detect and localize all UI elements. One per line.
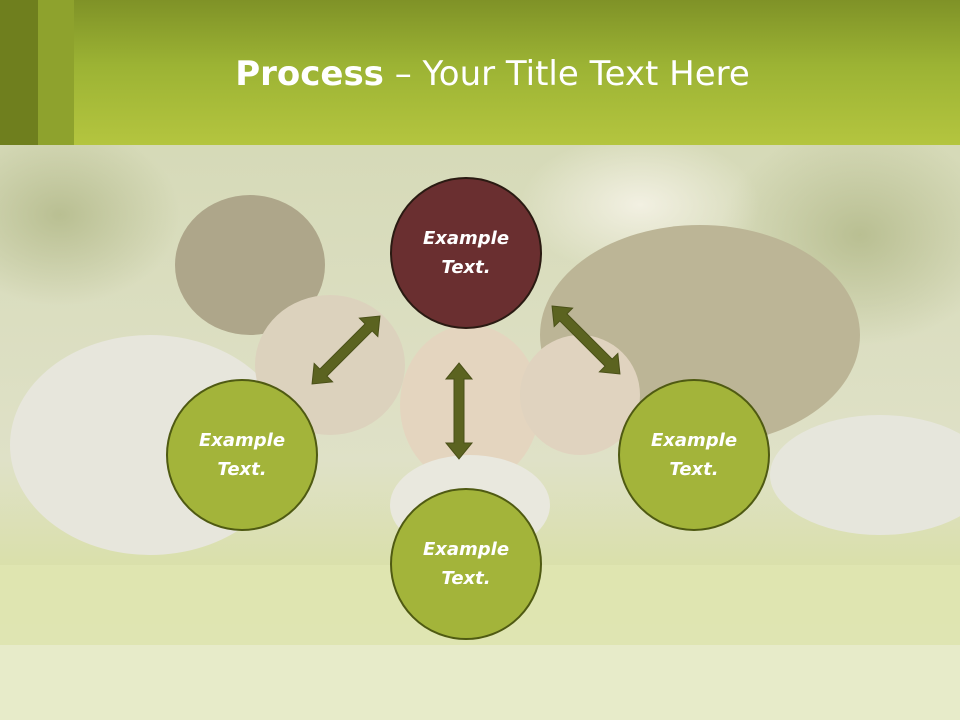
process-node-bottom[interactable]: Example Text. xyxy=(390,488,542,640)
title-rest: – Your Title Text Here xyxy=(383,54,750,94)
arrow-top-right xyxy=(551,305,621,375)
slide-title[interactable]: Process – Your Title Text Here xyxy=(0,52,960,96)
title-bold: Process xyxy=(235,54,384,94)
node-right-text: Example Text. xyxy=(650,430,738,480)
title-bar: Process – Your Title Text Here xyxy=(0,0,960,145)
process-node-left[interactable]: Example Text. xyxy=(166,379,318,531)
node-top-text: Example Text. xyxy=(422,228,510,278)
process-node-right[interactable]: Example Text. xyxy=(618,379,770,531)
header-accent-bar-light xyxy=(38,0,74,145)
node-left-text: Example Text. xyxy=(198,430,286,480)
arrow-center-vertical xyxy=(444,362,474,460)
header-accent-bar-dark xyxy=(0,0,38,145)
node-bottom-text: Example Text. xyxy=(422,539,510,589)
arrow-top-left xyxy=(311,315,381,385)
process-node-top[interactable]: Example Text. xyxy=(390,177,542,329)
